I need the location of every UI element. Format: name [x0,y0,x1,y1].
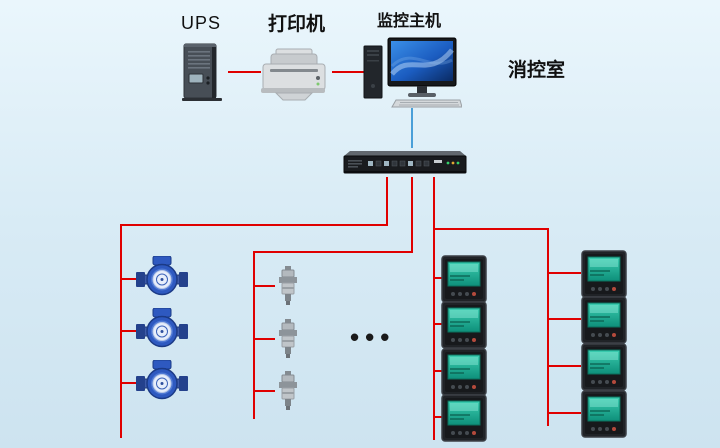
printer-label: 打印机 [268,14,326,35]
ups-tower-icon [182,43,222,101]
cable-stub-panel-meter-3 [435,370,443,372]
cable-switch-drop-1 [386,177,388,226]
cable-stub-water-meter-3 [122,382,136,384]
printer-icon [261,48,326,101]
cable-stub-transmitter-2 [255,338,275,340]
cable-stub-panel-meter-4 [435,416,443,418]
power-meter-icon [441,394,487,442]
cable-switch-drop-2 [411,177,413,253]
cable-stub-panel-meter-2 [435,323,443,325]
cable-branch-4-trunk [547,228,549,426]
computer-icon [363,37,462,108]
cable-stub-panel-meter-6 [549,318,581,320]
power-meter-icon [581,296,627,344]
cable-stub-panel-meter-5 [549,272,581,274]
cable-stub-panel-meter-8 [549,412,581,414]
ups-label: UPS [181,13,222,33]
cable-stub-transmitter-1 [255,285,275,287]
water-meter-icon [136,360,188,400]
cable-stub-transmitter-3 [255,390,275,392]
cable-branch-1-trunk [120,224,122,438]
transmitter-icon [279,266,297,305]
monitor-host-label: 监控主机 [377,13,442,30]
power-meter-icon [581,390,627,438]
cable-stub-panel-meter-1 [435,277,443,279]
cable-host-to-switch [411,108,413,148]
network-switch-icon [343,151,467,174]
cable-stub-panel-meter-7 [549,365,581,367]
cable-branch-3-trunk [433,177,435,440]
ellipsis: ••• [350,322,396,352]
cable-branch-4-horizontal [433,228,549,230]
power-meter-icon [441,255,487,303]
transmitter-icon [279,319,297,358]
power-meter-icon [581,250,627,298]
cable-branch-2-trunk [253,251,255,419]
power-meter-icon [441,301,487,349]
cable-stub-water-meter-1 [122,278,136,280]
power-meter-icon [581,343,627,391]
cable-branch-2-horizontal [253,251,413,253]
cable-printer-to-host [332,71,368,73]
cable-branch-1-horizontal [120,224,388,226]
power-meter-icon [441,348,487,396]
water-meter-icon [136,308,188,348]
control-room-label: 消控室 [508,60,566,81]
water-meter-icon [136,256,188,296]
cable-stub-water-meter-2 [122,330,136,332]
transmitter-icon [279,371,297,410]
cable-ups-to-printer [228,71,261,73]
